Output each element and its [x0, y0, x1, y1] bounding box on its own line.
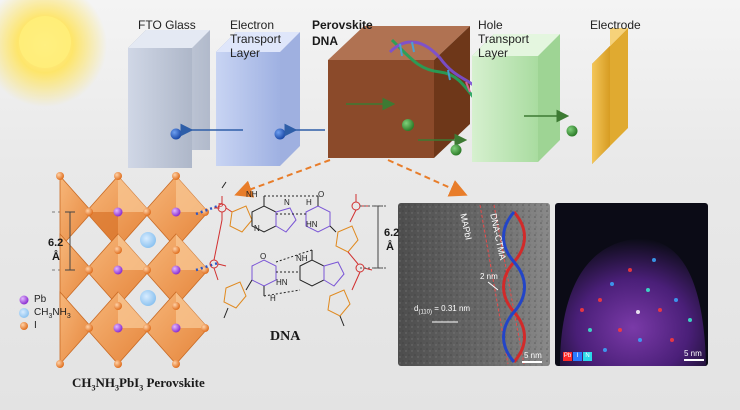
- hole-dot-2: [450, 144, 462, 156]
- dna-atom-hn-a: HN: [306, 220, 318, 229]
- legend-pb-ball: [19, 295, 29, 305]
- tem-scale-bar: 5 nm: [524, 351, 542, 360]
- eds-map-image: [555, 203, 708, 366]
- label-perovskite: Perovskite: [312, 18, 373, 32]
- zoom-line-left: [234, 159, 331, 198]
- dna-atom-nh2-b: NH: [296, 254, 308, 263]
- perovskite-caption: CH3NH3PbI3 Perovskite: [72, 375, 205, 393]
- fto-glass-panel: [128, 30, 210, 168]
- legend-pb-label: Pb: [34, 294, 47, 305]
- dna-atom-hn-b: HN: [276, 278, 288, 287]
- tem-label-dspacing: d(110) = 0.31 nm: [414, 304, 471, 316]
- label-etl-line3: Layer: [230, 46, 261, 60]
- etl-electron-dot: [274, 128, 286, 140]
- eds-legend-3: N: [585, 353, 590, 359]
- eds-legend-1: Pb: [563, 353, 572, 359]
- hbond-upper: [195, 204, 219, 216]
- dna-atom-nh2-a: NH: [246, 190, 258, 199]
- legend-i-ball: [20, 322, 28, 330]
- hbond-lower: [195, 261, 219, 272]
- legend-ch3nh3-ball: [19, 308, 29, 318]
- dna-structure: [209, 181, 386, 327]
- legend-ch3nh3-label: CH3NH3: [34, 307, 71, 320]
- tem-image: [398, 203, 550, 366]
- label-etl-line2: Transport: [230, 32, 281, 46]
- dna-atom-n-a: N: [284, 198, 290, 207]
- label-htl-line3: Layer: [478, 46, 509, 60]
- dna-atom-h-a: H: [306, 198, 312, 207]
- dna-atom-o-b: O: [260, 252, 267, 261]
- dna-atom-o-a: O: [318, 190, 325, 199]
- dna-atom-h-b: H: [270, 294, 276, 303]
- hole-dot-1: [402, 119, 414, 131]
- electrode-panel: [592, 28, 628, 164]
- eds-scale-bar: 5 nm: [684, 349, 702, 358]
- perovskite-lattice: [52, 172, 209, 368]
- perovskite-spacing-unit: Å: [52, 251, 60, 263]
- label-fto-glass: FTO Glass: [138, 18, 196, 32]
- dna-atom-n-b: N: [254, 224, 260, 233]
- dna-atom-p: P: [218, 202, 224, 211]
- label-htl-line2: Transport: [478, 32, 529, 46]
- legend-i-label: I: [34, 320, 37, 331]
- label-electrode: Electrode: [590, 18, 641, 32]
- sun-core: [19, 16, 71, 68]
- fto-electron-dot: [170, 128, 182, 140]
- label-etl-line1: Electron: [230, 18, 275, 32]
- dna-spacing-unit: Å: [386, 241, 394, 253]
- label-htl-line1: Hole: [478, 18, 503, 32]
- dna-label: DNA: [270, 329, 301, 344]
- perovskite-spacing-value: 6.2: [48, 237, 64, 249]
- htl-panel: [472, 34, 560, 162]
- label-perovskite-dna: DNA: [312, 34, 338, 48]
- eds-legend-2: I: [576, 353, 579, 359]
- hole-dot-3: [566, 125, 578, 137]
- dna-spacing-value: 6.2: [384, 227, 400, 239]
- zoom-line-right: [387, 159, 468, 197]
- tem-label-thickness: 2 nm: [480, 272, 498, 281]
